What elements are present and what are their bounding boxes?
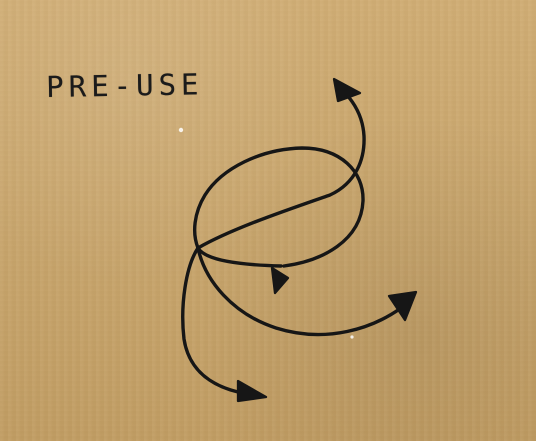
middle-arrow-stroke: [196, 246, 283, 268]
lower-arrow-stroke: [181, 246, 240, 394]
right-arrowhead: [387, 290, 418, 322]
upper-arrowhead: [332, 77, 362, 103]
upper-arrow-stroke: [196, 92, 366, 250]
middle-arrowhead: [270, 266, 290, 295]
lower-arrowhead: [236, 379, 268, 403]
cardboard-specks: [178, 127, 354, 339]
loop-stroke: [192, 146, 365, 268]
right-arrow-stroke: [196, 246, 403, 337]
speck-dot: [178, 127, 184, 133]
speck-dot: [350, 335, 354, 339]
